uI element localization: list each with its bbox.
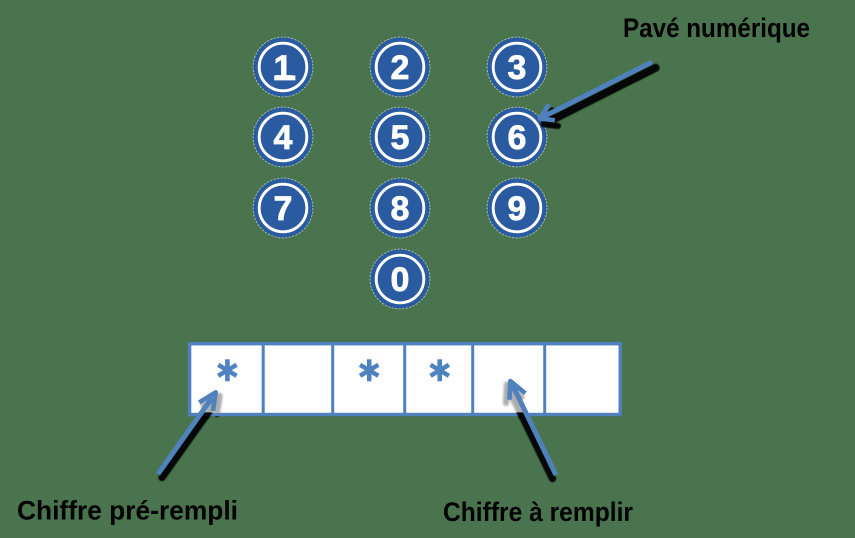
svg-text:9: 9 xyxy=(508,190,527,228)
svg-text:Chiffre à remplir: Chiffre à remplir xyxy=(443,497,633,527)
svg-text:6: 6 xyxy=(508,119,527,157)
svg-text:1: 1 xyxy=(274,49,293,87)
svg-text:Chiffre pré-rempli: Chiffre pré-rempli xyxy=(17,496,238,526)
svg-text:0: 0 xyxy=(391,261,410,299)
svg-text:Pavé numérique: Pavé numérique xyxy=(623,13,810,43)
svg-text:2: 2 xyxy=(391,49,410,87)
svg-text:4: 4 xyxy=(274,119,293,157)
svg-text:5: 5 xyxy=(391,119,410,157)
svg-text:8: 8 xyxy=(391,190,410,228)
svg-text:7: 7 xyxy=(274,190,293,228)
svg-text:3: 3 xyxy=(508,49,527,87)
